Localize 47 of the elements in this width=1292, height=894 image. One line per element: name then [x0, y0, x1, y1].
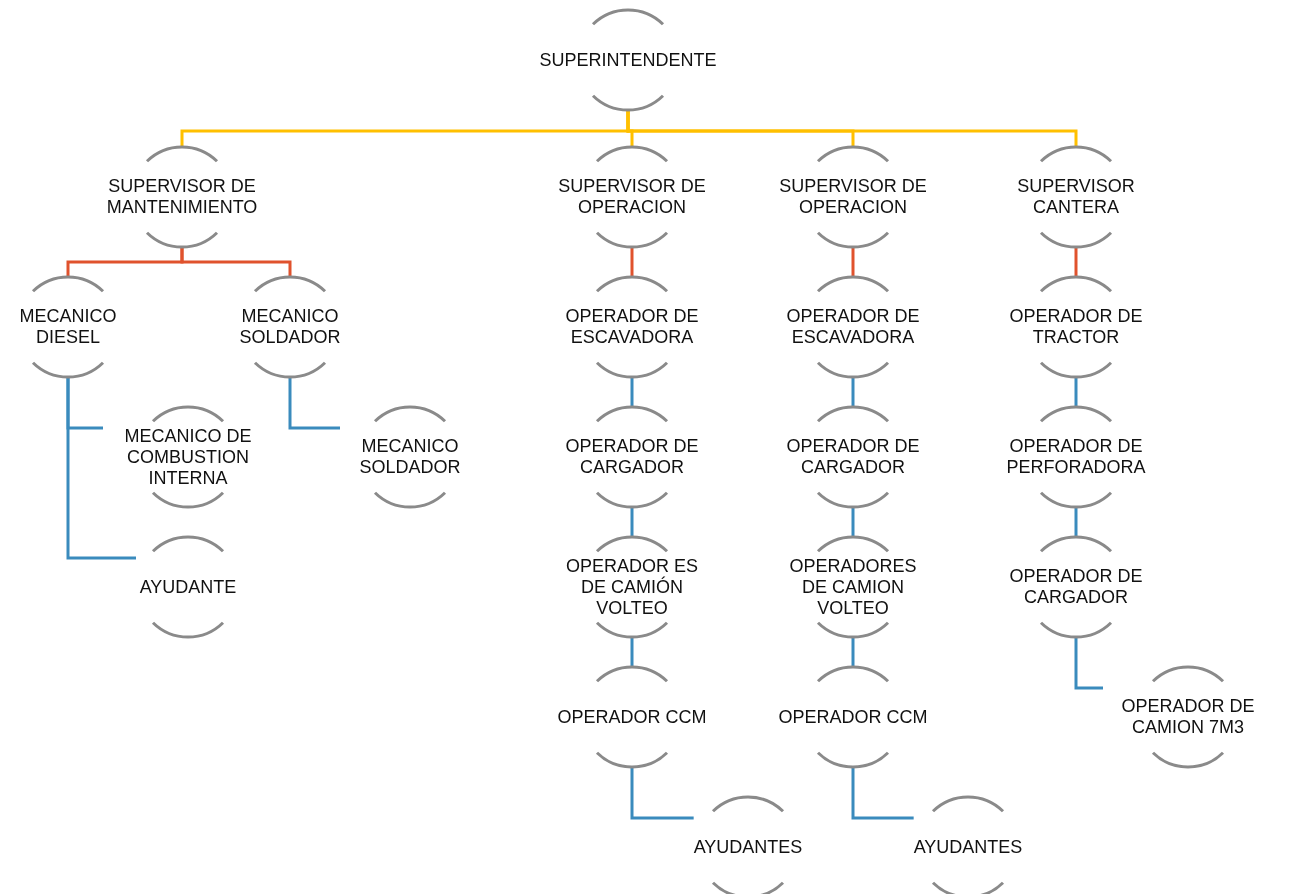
- role-label: OPERADOR DE CARGADOR: [1008, 566, 1144, 608]
- role-node: [693, 795, 803, 894]
- role-node: [778, 665, 928, 769]
- connector-line: [1074, 378, 1078, 406]
- role-label: OPERADOR DE CARGADOR: [564, 436, 700, 478]
- role-label: OPERADOR CCM: [557, 706, 707, 728]
- role-label: AYUDANTES: [913, 836, 1023, 858]
- connector-line: [851, 638, 855, 666]
- role-label: SUPERVISOR CANTERA: [1016, 176, 1136, 218]
- connector-line: [180, 248, 292, 276]
- connector-line: [66, 378, 136, 560]
- role-label: OPERADORES DE CAMION VOLTEO: [788, 555, 918, 619]
- role-label: MECANICO DE COMBUSTION INTERNA: [123, 425, 253, 489]
- connector-line: [288, 378, 340, 430]
- role-label: OPERADOR ES DE CAMIÓN VOLTEO: [565, 555, 699, 619]
- connector-line: [630, 248, 634, 276]
- role-node: [557, 665, 707, 769]
- role-label: OPERADOR DE ESCAVADORA: [564, 306, 700, 348]
- connector-line: [630, 378, 634, 406]
- role-label: SUPERINTENDENTE: [539, 49, 717, 71]
- connector-line: [626, 111, 1078, 146]
- connector-line: [1074, 638, 1103, 690]
- connector-line: [630, 508, 634, 536]
- connector-line: [1074, 248, 1078, 276]
- role-label: MECANICO DIESEL: [18, 306, 118, 348]
- role-label: OPERADOR CCM: [778, 706, 928, 728]
- role-node: [913, 795, 1023, 894]
- role-node: [539, 8, 717, 112]
- role-label: SUPERVISOR DE OPERACION: [557, 176, 707, 218]
- role-label: OPERADOR DE CAMION 7M3: [1120, 696, 1256, 738]
- connector-line: [851, 508, 855, 536]
- connector-line: [851, 768, 914, 820]
- role-label: MECANICO SOLDADOR: [358, 436, 462, 478]
- connector-line: [630, 768, 694, 820]
- role-label: OPERADOR DE PERFORADORA: [1005, 436, 1147, 478]
- role-label: SUPERVISOR DE MANTENIMIENTO: [105, 176, 259, 218]
- role-label: AYUDANTES: [693, 836, 803, 858]
- connector-line: [1074, 508, 1078, 536]
- role-label: OPERADOR DE TRACTOR: [1008, 306, 1144, 348]
- connector-line: [851, 248, 855, 276]
- role-label: OPERADOR DE CARGADOR: [785, 436, 921, 478]
- role-label: AYUDANTE: [139, 576, 237, 598]
- connector-line: [630, 638, 634, 666]
- role-label: MECANICO SOLDADOR: [238, 306, 342, 348]
- role-label: SUPERVISOR DE OPERACION: [778, 176, 928, 218]
- connector-line: [851, 378, 855, 406]
- role-label: OPERADOR DE ESCAVADORA: [785, 306, 921, 348]
